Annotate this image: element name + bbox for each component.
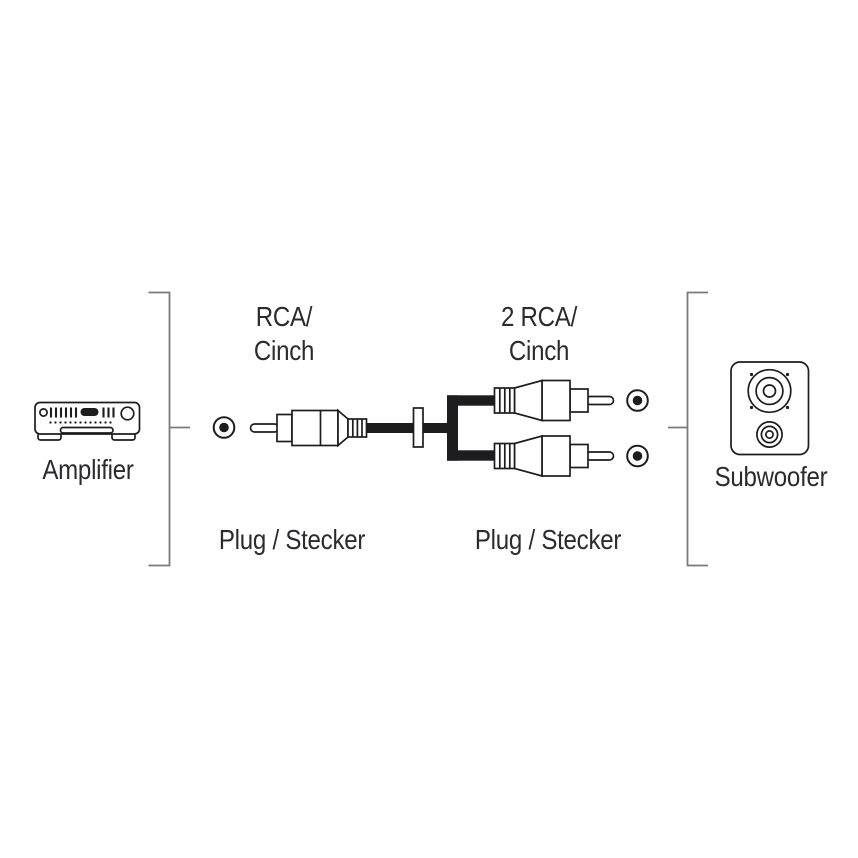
cable-branch-top: [447, 395, 496, 406]
rca-plug-top-icon: [493, 379, 615, 422]
plug-taper: [337, 408, 349, 448]
left-plug-role-label: Plug / Stecker: [218, 524, 366, 555]
sub-input-jack-top-icon: [626, 389, 649, 412]
amplifier-power-button: [39, 408, 48, 417]
amp-output-jack-icon: [212, 416, 236, 439]
amplifier-button-dots: [49, 421, 112, 424]
y-cable-icon: [365, 395, 496, 461]
amplifier-display: [80, 408, 99, 416]
amplifier-vent-ticks: [49, 407, 115, 418]
subwoofer-label: Subwoofer: [714, 461, 828, 492]
amplifier-label: Amplifier: [42, 454, 134, 485]
plug-pin: [249, 423, 280, 433]
left-bracket: [148, 291, 190, 567]
left-plug-type-label: RCA/ Cinch: [253, 301, 315, 366]
sub-input-jack-bottom-icon: [626, 444, 649, 468]
amplifier-icon: [34, 401, 141, 441]
subwoofer-tweeter-cap: [765, 430, 774, 439]
right-plug-type-label: 2 RCA/ Cinch: [500, 301, 578, 366]
rca-plug-bottom-icon: [493, 435, 615, 477]
cable-main-run: [365, 423, 458, 433]
amplifier-volume-knob: [120, 406, 135, 421]
amplifier-disc-slot: [59, 426, 114, 434]
plug-collar: [276, 413, 293, 443]
rca-plug-left-icon: [249, 408, 368, 448]
subwoofer-driver-cap: [762, 384, 777, 398]
plug-body: [291, 409, 339, 447]
cable-split-riser: [447, 395, 458, 461]
cable-splitter-disc: [412, 407, 424, 448]
right-plug-role-label: Plug / Stecker: [474, 524, 622, 555]
right-bracket: [668, 291, 708, 567]
subwoofer-icon: [730, 361, 810, 456]
cable-branch-bottom: [447, 450, 496, 461]
subwoofer-screws: [749, 372, 790, 410]
